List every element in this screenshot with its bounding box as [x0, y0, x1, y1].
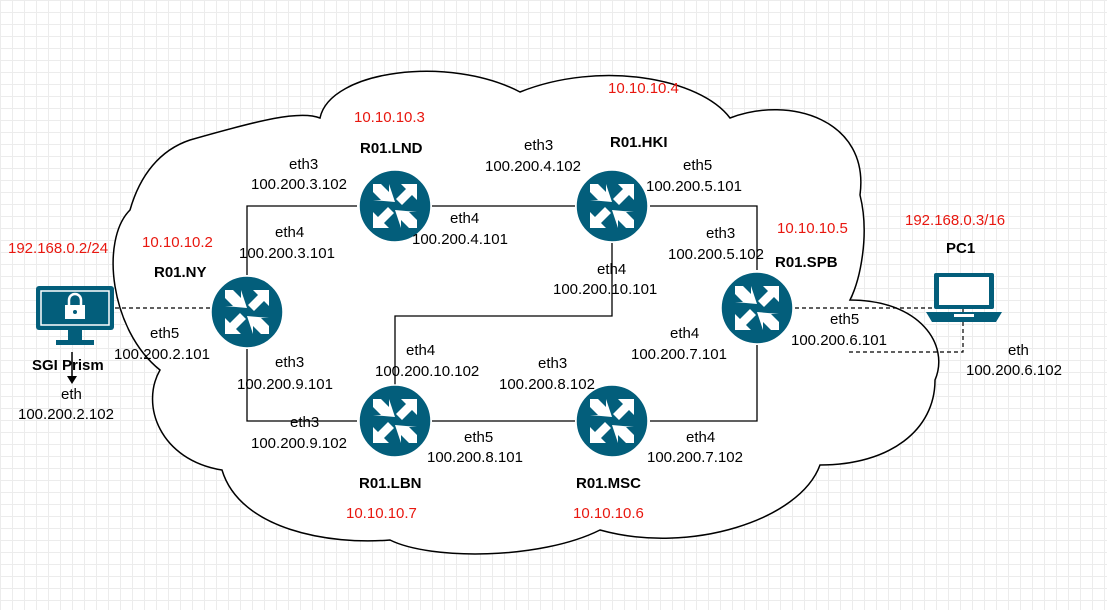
router-icon — [720, 271, 794, 345]
iface-spb-eth3-ip: 100.200.5.102 — [668, 246, 764, 263]
iface-msc-eth4-name: eth4 — [686, 429, 715, 446]
router-ny-name: R01.NY — [154, 264, 207, 281]
host-sgi-network: 192.168.0.2/24 — [8, 240, 108, 257]
host-sgi-ip: 100.200.2.102 — [18, 406, 114, 423]
iface-lbn-eth4-name: eth4 — [406, 342, 435, 359]
router-icon — [575, 384, 649, 458]
iface-ny-eth3-name: eth3 — [275, 354, 304, 371]
link-hki-lbn — [394, 243, 613, 385]
iface-hki-eth5-ip: 100.200.5.101 — [646, 178, 742, 195]
link-spb-pc1 — [795, 307, 964, 353]
router-msc[interactable] — [575, 384, 649, 458]
host-pc1-network: 192.168.0.3/16 — [905, 212, 1005, 229]
iface-hki-eth3-ip: 100.200.4.102 — [485, 158, 581, 175]
iface-hki-eth3-name: eth3 — [524, 137, 553, 154]
iface-spb-eth4-ip: 100.200.7.101 — [631, 346, 727, 363]
iface-lnd-eth4-name: eth4 — [450, 210, 479, 227]
router-ny-loopback: 10.10.10.2 — [142, 234, 213, 251]
link-ny-lnd — [246, 205, 357, 275]
router-hki-loopback: 10.10.10.4 — [608, 80, 679, 97]
iface-msc-eth4-ip: 100.200.7.102 — [647, 449, 743, 466]
router-lbn[interactable] — [358, 384, 432, 458]
iface-lbn-eth5-name: eth5 — [464, 429, 493, 446]
router-icon — [210, 275, 284, 349]
iface-lbn-eth4-ip: 100.200.10.102 — [375, 363, 479, 380]
iface-msc-eth3-ip: 100.200.8.102 — [499, 376, 595, 393]
iface-spb-eth3-name: eth3 — [706, 225, 735, 242]
iface-lnd-eth4-ip: 100.200.4.101 — [412, 231, 508, 248]
router-msc-loopback: 10.10.10.6 — [573, 505, 644, 522]
router-lnd-loopback: 10.10.10.3 — [354, 109, 425, 126]
iface-ny-eth3-ip: 100.200.9.101 — [237, 376, 333, 393]
iface-hki-eth4-ip: 100.200.10.101 — [553, 281, 657, 298]
iface-spb-eth5-ip: 100.200.6.101 — [791, 332, 887, 349]
cloud-shape — [112, 70, 940, 555]
host-sgi[interactable] — [36, 286, 114, 384]
iface-msc-eth3-name: eth3 — [538, 355, 567, 372]
host-sgi-iface: eth — [61, 386, 82, 403]
router-icon — [358, 384, 432, 458]
link-hki-spb — [650, 205, 758, 270]
router-spb-name: R01.SPB — [775, 254, 838, 271]
host-pc1-iface: eth — [1008, 342, 1029, 359]
router-lbn-loopback: 10.10.10.7 — [346, 505, 417, 522]
router-spb-loopback: 10.10.10.5 — [777, 220, 848, 237]
iface-ny-eth4-ip: 100.200.3.101 — [239, 245, 335, 262]
router-hki[interactable] — [575, 169, 649, 243]
iface-hki-eth5-name: eth5 — [683, 157, 712, 174]
router-hki-name: R01.HKI — [610, 134, 668, 151]
iface-lnd-eth3-name: eth3 — [289, 156, 318, 173]
link-msc-spb — [650, 345, 758, 422]
iface-lbn-eth3-name: eth3 — [290, 414, 319, 431]
iface-spb-eth5-name: eth5 — [830, 311, 859, 328]
iface-lbn-eth3-ip: 100.200.9.102 — [251, 435, 347, 452]
router-icon — [575, 169, 649, 243]
iface-lnd-eth3-ip: 100.200.3.102 — [251, 176, 347, 193]
router-msc-name: R01.MSC — [576, 475, 641, 492]
host-pc1-ip: 100.200.6.102 — [966, 362, 1062, 379]
iface-spb-eth4-name: eth4 — [670, 325, 699, 342]
links — [115, 205, 964, 422]
host-pc1[interactable] — [926, 273, 1002, 322]
iface-lbn-eth5-ip: 100.200.8.101 — [427, 449, 523, 466]
iface-ny-eth4-name: eth4 — [275, 224, 304, 241]
laptop-icon — [926, 273, 1002, 322]
iface-hki-eth4-name: eth4 — [597, 261, 626, 278]
iface-ny-eth5-name: eth5 — [150, 325, 179, 342]
host-pc1-name: PC1 — [946, 240, 975, 257]
secure-workstation-icon — [36, 286, 114, 345]
iface-ny-eth5-ip: 100.200.2.101 — [114, 346, 210, 363]
router-lnd-name: R01.LND — [360, 140, 423, 157]
host-sgi-name: SGI Prism — [32, 357, 104, 374]
router-spb[interactable] — [720, 271, 794, 345]
link-ny-lbn — [246, 349, 357, 422]
router-lbn-name: R01.LBN — [359, 475, 422, 492]
router-ny[interactable] — [210, 275, 284, 349]
